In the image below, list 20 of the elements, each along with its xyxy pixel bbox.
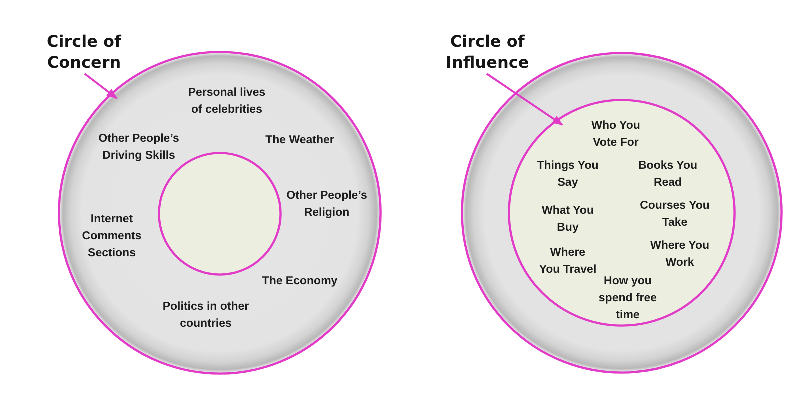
item-text: Where You Travel bbox=[539, 246, 597, 278]
item-text: Courses You Take bbox=[640, 199, 710, 231]
item-text: Books You Read bbox=[638, 159, 698, 191]
item-text: Internet Comments Sections bbox=[82, 212, 142, 262]
item-text: How you spend free time bbox=[598, 274, 658, 324]
item-text: Things You Say bbox=[537, 159, 599, 191]
item-text: Who You Vote For bbox=[592, 119, 640, 151]
item-text: Other People’s Driving Skills bbox=[98, 132, 180, 164]
item-text: Where You Work bbox=[650, 239, 710, 271]
item-text: The Economy bbox=[262, 274, 338, 290]
item-text: The Weather bbox=[266, 134, 334, 148]
arrow bbox=[486, 73, 564, 126]
item-text: Other People’s Religion bbox=[286, 189, 368, 221]
inner-circle bbox=[508, 99, 736, 327]
item-text: Personal lives of celebrities bbox=[188, 86, 266, 118]
arrow bbox=[84, 73, 118, 100]
item-text: Politics in other countries bbox=[162, 300, 250, 332]
circle-title: Circle of Influence bbox=[446, 31, 530, 73]
circle-title: Circle of Concern bbox=[47, 31, 122, 73]
item-text: What You Buy bbox=[542, 204, 594, 236]
